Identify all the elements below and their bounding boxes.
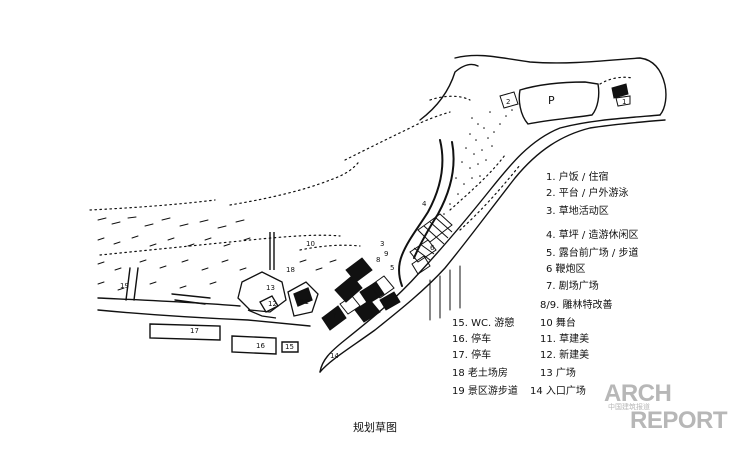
legend-item-16: 16. 停车 xyxy=(452,332,491,345)
legend-item-15: 15. WC. 游憩 xyxy=(452,316,514,329)
legend-left: 15. WC. 游憩 16. 停车 17. 停车 18 老土场房 19 景区游步… xyxy=(452,316,518,397)
shore-buildings xyxy=(409,213,453,275)
legend-item-10: 10 舞台 xyxy=(540,316,576,329)
coast-outer-line xyxy=(454,54,667,116)
logo-chinese-text: 中国建筑报道 xyxy=(608,403,650,411)
map-number-labels: 1 2 3 4 5 6 7 8 9 10 11 12 13 14 15 16 1… xyxy=(120,98,626,360)
map-number-11: 11 xyxy=(300,298,309,306)
legend-item-19: 19 景区游步道 xyxy=(452,384,518,397)
inner-road-line xyxy=(319,119,666,373)
dotted-areas xyxy=(89,76,633,256)
map-number-6: 6 xyxy=(430,244,435,252)
logo-arch-text: ARCH xyxy=(604,380,672,407)
west-buildings xyxy=(237,271,319,319)
map-number-16: 16 xyxy=(256,342,265,350)
map-number-1: 1 xyxy=(622,98,626,106)
legend-item-4: 4. 草坪 / 造游休闲区 xyxy=(546,228,638,241)
legend-item-13: 13 广场 xyxy=(540,366,576,379)
map-number-17: 17 xyxy=(190,327,199,335)
legend-item-14: 14 入口广场 xyxy=(530,384,586,397)
shore-line xyxy=(319,114,661,373)
north-edge xyxy=(419,63,479,121)
legend-item-2: 2. 平台 / 户外游泳 xyxy=(546,186,628,199)
map-number-7: 7 xyxy=(332,312,336,320)
legend-right: 1. 户饭 / 住宿 2. 平台 / 户外游泳 3. 草地活动区 4. 草坪 /… xyxy=(530,170,638,397)
legend-item-12: 12. 新建美 xyxy=(540,348,589,361)
map-number-15: 15 xyxy=(285,343,294,351)
map-number-12: 12 xyxy=(268,300,277,308)
map-number-13: 13 xyxy=(266,284,275,292)
legend-item-17: 17. 停车 xyxy=(452,348,491,361)
legend-item-6: 6 鞭炮区 xyxy=(546,262,586,275)
legend-item-7: 7. 剧场广场 xyxy=(546,279,599,292)
legend-item-3: 3. 草地活动区 xyxy=(546,204,609,217)
legend-item-18: 18 老土场房 xyxy=(452,366,508,379)
parking-label: P xyxy=(548,94,555,107)
hill-strokes xyxy=(97,216,461,321)
coast-lines xyxy=(319,54,667,373)
legend-item-5: 5. 露台前广场 / 步道 xyxy=(546,246,638,259)
legend-item-11: 11. 草建美 xyxy=(540,332,589,345)
map-number-10: 10 xyxy=(306,240,315,248)
building-cluster xyxy=(321,257,401,331)
map-number-14: 14 xyxy=(330,352,339,360)
map-number-18: 18 xyxy=(286,266,295,274)
stipple-band xyxy=(443,109,513,215)
map-number-19: 19 xyxy=(120,282,129,290)
map-number-8: 8 xyxy=(376,256,380,264)
lower-roads xyxy=(97,267,311,355)
archreport-logo: ARCH 中国建筑报道 REPORT xyxy=(582,382,742,438)
logo-report-text: REPORT xyxy=(630,407,728,434)
parking-lot-outline xyxy=(518,81,600,125)
tower xyxy=(269,232,275,270)
map-number-4: 4 xyxy=(422,200,427,208)
map-number-3: 3 xyxy=(380,240,384,248)
building-2 xyxy=(499,91,519,109)
legend-item-8-9: 8/9. 雕林特改善 xyxy=(540,298,612,311)
building-1 xyxy=(611,83,631,107)
map-number-9: 9 xyxy=(384,250,388,258)
figure-caption: 规划草图 xyxy=(353,421,397,434)
map-number-2: 2 xyxy=(506,98,510,106)
legend-item-1: 1. 户饭 / 住宿 xyxy=(546,170,608,183)
map-number-5: 5 xyxy=(390,264,394,272)
